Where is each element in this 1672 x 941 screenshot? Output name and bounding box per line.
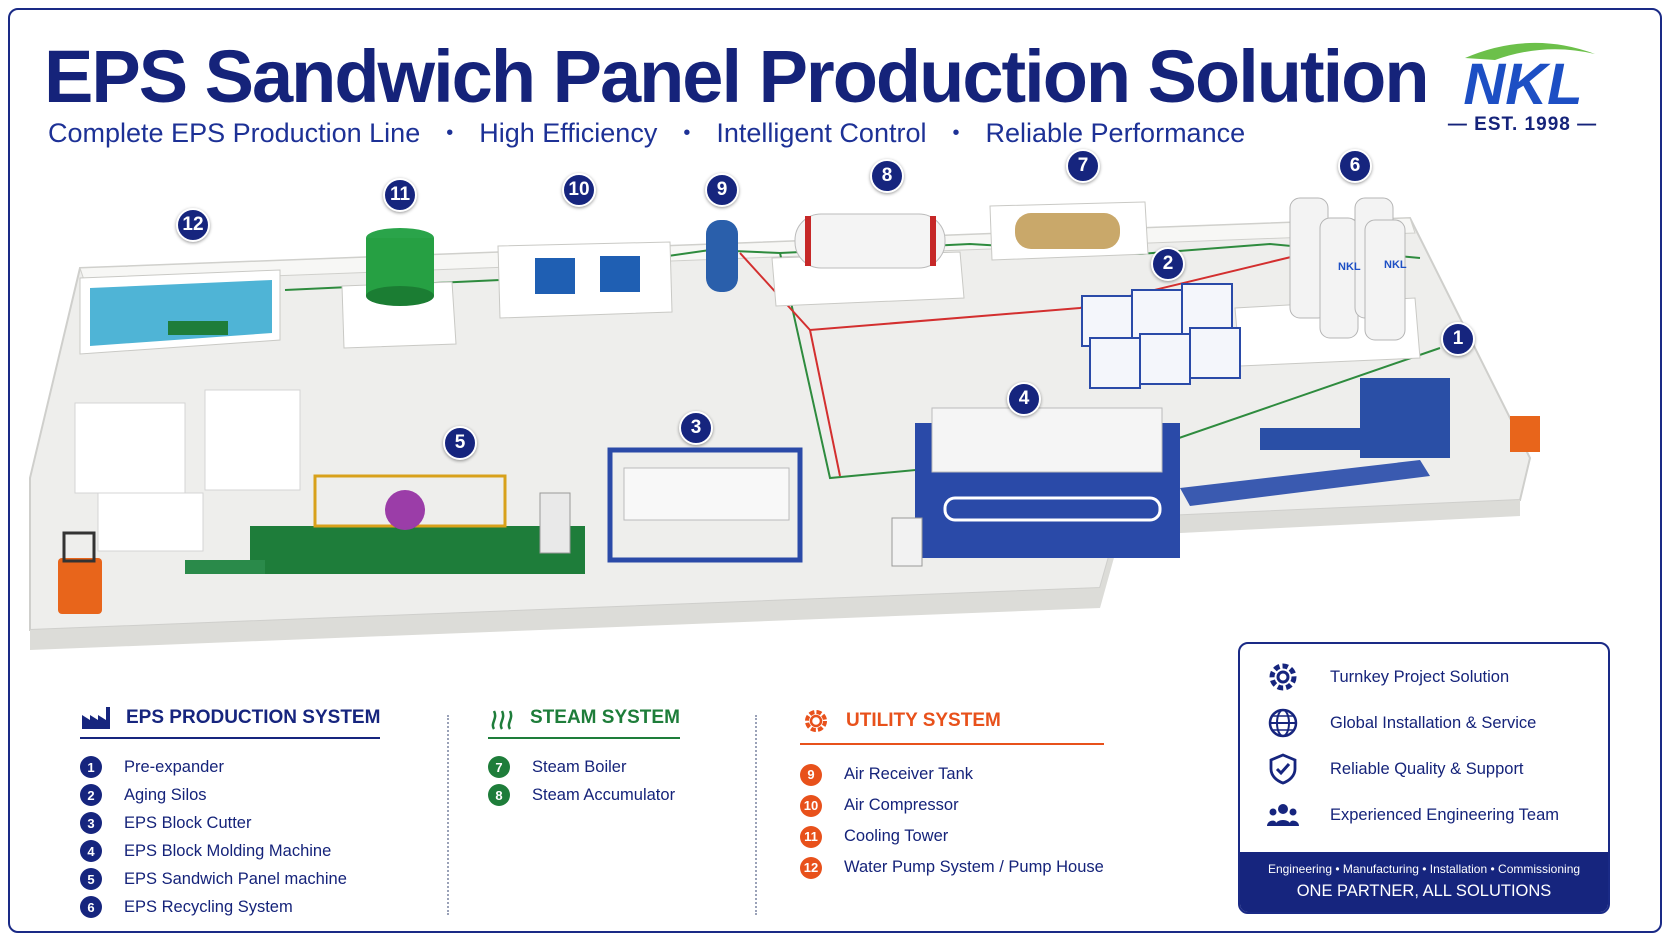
marker-4: 4 [1007,382,1041,416]
infographic-frame: EPS Sandwich Panel Production Solution C… [8,8,1662,933]
block-cutter-frame [607,447,803,563]
service-item: Experienced Engineering Team [1266,798,1559,832]
pre-expander [1360,378,1450,458]
floor-edge [30,500,1520,650]
eps-block-mold [931,407,1163,473]
marker-6: 6 [1338,149,1372,183]
marker-8: 8 [870,159,904,193]
logo-text: NKL [1463,52,1582,114]
roller-conveyor [1180,460,1430,506]
subtitle-item: Complete EPS Production Line [48,118,421,148]
services-card: Turnkey Project Solution Global Installa… [1238,642,1610,914]
silo-label: NKL [1338,261,1361,273]
nkl-logo: NKL — EST. 1998 — [1435,38,1610,148]
plant-drawing: NKL NKL [29,197,1540,650]
logo-est: — EST. 1998 — [1447,114,1598,135]
marker-1: 1 [1441,322,1475,356]
accumulator-ring [930,216,936,266]
service-item: Reliable Quality & Support [1266,752,1524,786]
air-compressor [600,256,640,292]
aging-silos [1081,283,1241,389]
coil-roll [385,490,425,530]
legend-header: EPS PRODUCTION SYSTEM [80,705,381,739]
shield-check-icon [1269,753,1297,785]
factory-icon [82,707,110,729]
services-footer-line: Engineering • Manufacturing • Installati… [1267,862,1581,876]
services-slogan: ONE PARTNER, ALL SOLUTIONS [1296,882,1552,900]
eps-block [623,467,790,521]
legend-title: EPS PRODUCTION SYSTEM [126,707,381,728]
plant-layout-illustration: NKL NKL [20,149,1660,688]
air-compressor [535,258,575,294]
team-icon [1267,804,1299,826]
control-cabinet [1510,416,1540,452]
subtitle-separator: • [952,122,960,144]
feeder-unit [539,492,571,554]
legend-divider [447,715,449,915]
silo-label: NKL [1384,259,1407,271]
outfeed-conveyor [185,560,265,574]
recycling-silo [1364,219,1406,341]
logo-mark: NKL [1463,42,1595,117]
subtitle-item: High Efficiency [479,118,658,148]
red-steam-pipe [809,329,841,477]
pre-expander-conveyor [1260,428,1360,450]
service-item: Global Installation & Service [1266,706,1536,740]
control-panel [891,517,923,567]
legend-divider [755,715,757,915]
service-item: Turnkey Project Solution [1266,660,1509,694]
eps-block-stacks [74,389,301,552]
legend-header: STEAM SYSTEM [488,705,680,739]
marker-10: 10 [562,173,596,207]
marker-11: 11 [383,178,417,212]
cooling-tower-base [366,286,434,306]
accumulator-ring [805,216,811,266]
forklift [58,558,102,614]
molding-rail [943,496,1162,522]
marker-12: 12 [176,208,210,242]
gear-icon [805,710,827,732]
page-title: EPS Sandwich Panel Production Solution [44,35,1430,118]
legend-title: STEAM SYSTEM [530,707,680,728]
water-pump [168,321,228,335]
marker-2: 2 [1151,247,1185,281]
compressor-room [497,241,673,319]
subtitle-separator: • [683,122,691,144]
legend-header: UTILITY SYSTEM [800,705,1104,745]
marker-7: 7 [1066,149,1100,183]
gear-icon [1269,663,1297,691]
legend-title: UTILITY SYSTEM [846,710,1001,731]
recycling-silo [1319,217,1359,339]
globe-icon [1268,708,1298,738]
marker-5: 5 [443,426,477,460]
marker-9: 9 [705,173,739,207]
steam-accumulator [794,213,946,269]
subtitle-item: Reliable Performance [985,118,1246,148]
subtitle-bar: Complete EPS Production Line • High Effi… [48,118,1245,149]
sandwich-panel-machine [250,526,585,574]
subtitle-item: Intelligent Control [716,118,927,148]
forklift-cage [62,531,96,563]
air-receiver-tank [706,220,738,292]
services-footer: Engineering • Manufacturing • Installati… [1240,852,1608,912]
marker-3: 3 [679,411,713,445]
steam-icon [491,710,513,730]
subtitle-separator: • [446,122,454,144]
steam-boiler [1015,213,1120,249]
